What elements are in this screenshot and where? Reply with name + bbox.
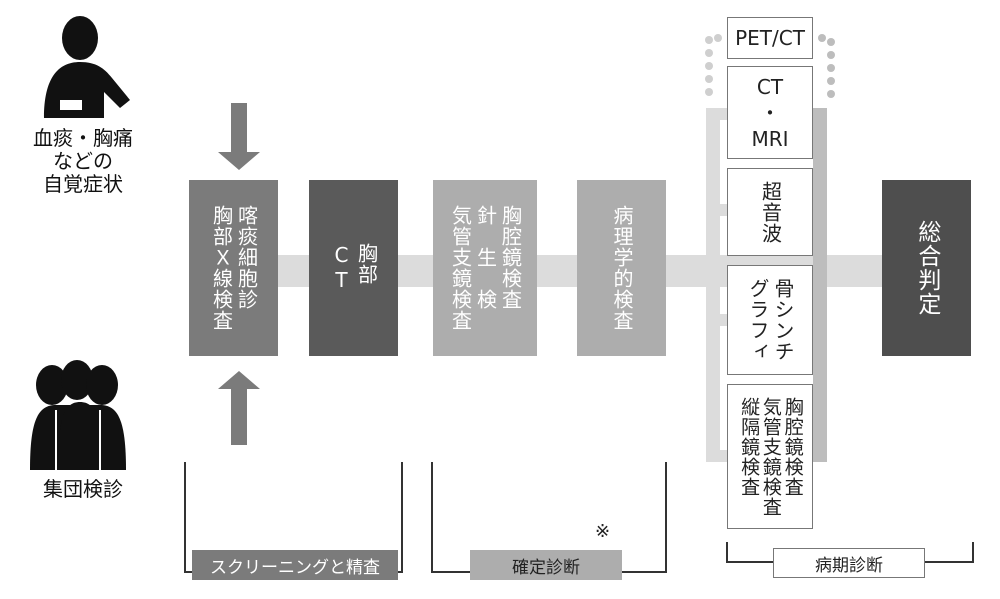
staging-scopes-text: 胸腔鏡検査 気管支鏡検査 縦隔鏡検査 [738,396,804,517]
stub-l-3 [706,314,730,326]
pathology-step: 病理学的検査 [577,180,666,356]
staging-bone-scint: 骨シンチ グラフィ [727,265,813,375]
staging-ct-mri: CT ・ MRI [727,66,813,159]
chest-ct-step-text: 胸部 CT [329,243,379,293]
petct-dotted-right [818,34,835,98]
group-icon [30,360,126,470]
stub-r-2 [810,204,827,216]
chest-ct-step: 胸部 CT [309,180,398,356]
screening-step-text: 喀痰細胞診 胸部Ｘ線検査 [209,205,259,331]
phase-screening-tag: スクリーニングと精査 [192,550,398,580]
staging-ultrasound: 超音波 [727,168,813,256]
stub-l-4 [706,450,730,462]
person-icon [44,16,130,118]
petct-dotted-left [705,34,722,96]
phase-definitive-tag: 確定診断 [470,550,622,580]
pathology-step-text: 病理学的検査 [610,205,634,331]
staging-bone-scint-text: 骨シンチ グラフィ [746,278,795,362]
stub-r-1 [810,108,827,120]
definitive-note-mark: ※ [595,521,611,542]
overall-judgment-step-text: 総合判定 [913,220,940,316]
stub-l-2 [706,204,730,216]
staging-ultrasound-text: 超音波 [758,180,783,244]
stub-r-3 [810,314,827,326]
arrow-from-group [150,371,260,445]
stub-r-4 [810,450,827,462]
diagnosis-tests-step: 胸腔鏡検査 針 生 検 気管支鏡検査 [433,180,537,356]
stub-l-1 [706,108,730,120]
symptoms-label: 血痰・胸痛 などの 自覚症状 [33,126,133,196]
staging-petct: PET/CT [727,17,813,59]
phase-staging-tag: 病期診断 [773,548,925,578]
screening-step: 喀痰細胞診 胸部Ｘ線検査 [189,180,278,356]
diagnosis-tests-step-text: 胸腔鏡検査 針 生 検 気管支鏡検査 [448,205,523,331]
group-exam-label: 集団検診 [43,477,123,501]
staging-rail-left [706,108,720,460]
staging-rail-right [813,108,827,460]
arrow-from-symptoms [150,103,260,170]
staging-scopes: 胸腔鏡検査 気管支鏡検査 縦隔鏡検査 [727,384,813,529]
overall-judgment-step: 総合判定 [882,180,971,356]
